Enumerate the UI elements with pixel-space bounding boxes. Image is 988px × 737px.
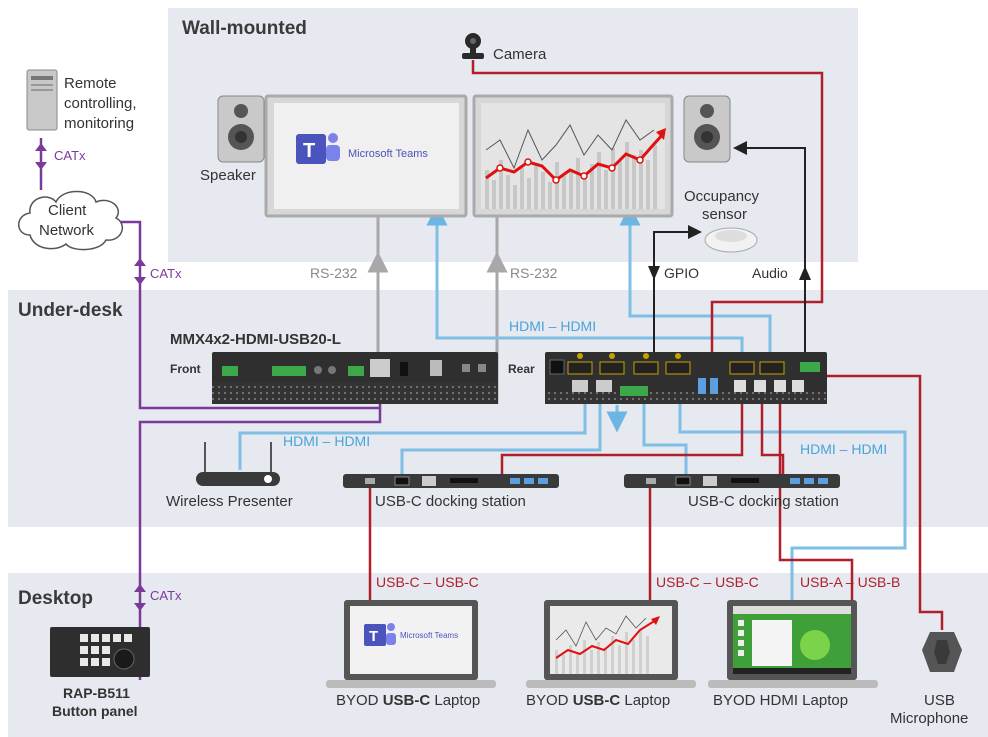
matrix-model-label: MMX4x2-HDMI-USB20-L (170, 331, 341, 348)
network-label-2: Network (39, 222, 95, 239)
hdmi-top-label: HDMI – HDMI (509, 318, 596, 334)
front-label: Front (170, 362, 201, 376)
teams-display-label: Microsoft Teams (348, 148, 428, 160)
gpio-label: GPIO (664, 265, 699, 281)
rap-button-panel (50, 627, 150, 677)
catx-arrows (35, 143, 146, 611)
speaker-left (217, 95, 265, 163)
camera-label: Camera (493, 46, 547, 63)
rap-desc-label: Button panel (52, 703, 138, 719)
zone-title-desktop: Desktop (18, 588, 93, 609)
hdmi-presenter-label: HDMI – HDMI (283, 433, 370, 449)
remote-label-2: controlling, (64, 95, 137, 112)
catx-label-2: CATx (150, 266, 182, 281)
rear-label: Rear (508, 362, 535, 376)
camera (462, 33, 484, 59)
usbc-label-2: USB-C – USB-C (656, 574, 759, 590)
zone-title-under: Under-desk (18, 300, 123, 321)
wireless-presenter (196, 442, 280, 486)
laptop-3-label: BYOD HDMI Laptop (713, 692, 848, 709)
content-display (472, 94, 674, 218)
catx-label-1: CATx (54, 148, 86, 163)
gpio-arrow (648, 266, 811, 280)
dock-2-label: USB-C docking station (688, 493, 839, 510)
zone-title-wall: Wall-mounted (182, 18, 307, 39)
laptop-1: T Microsoft Teams (326, 600, 496, 688)
audio-label: Audio (752, 265, 788, 281)
usb-microphone (922, 632, 962, 672)
teams-display: T Microsoft Teams (264, 94, 468, 218)
client-network-cloud (18, 190, 124, 251)
matrix-front-panel (212, 352, 498, 404)
rs232-label-2: RS-232 (510, 265, 558, 281)
rs232-label-1: RS-232 (310, 265, 358, 281)
dock-2 (624, 474, 840, 488)
laptop-2 (526, 600, 696, 688)
usbc-label-1: USB-C – USB-C (376, 574, 479, 590)
dock-1 (343, 474, 559, 488)
speaker-right (683, 95, 731, 163)
dock-1-label: USB-C docking station (375, 493, 526, 510)
teams-logo-icon: T (296, 133, 340, 164)
remote-label-3: monitoring (64, 115, 134, 132)
network-label-1: Client (48, 202, 87, 219)
microphone-label-1: USB (924, 692, 955, 709)
laptop-2-label: BYOD USB-C Laptop (526, 692, 670, 709)
laptop-1-label: BYOD USB-C Laptop (336, 692, 480, 709)
microphone-label-2: Microphone (890, 710, 968, 727)
rap-model-label: RAP-B511 (63, 685, 130, 701)
laptop-3 (708, 600, 878, 688)
laptop-teams-label: Microsoft Teams (400, 631, 458, 640)
usba-usbb-label: USB-A – USB-B (800, 574, 900, 590)
speaker-label: Speaker (200, 167, 256, 184)
svg-text:T: T (369, 628, 378, 645)
occupancy-label-1: Occupancy (684, 188, 760, 205)
wireless-presenter-label: Wireless Presenter (166, 493, 293, 510)
svg-text:T: T (303, 140, 315, 162)
hdmi-right-label: HDMI – HDMI (800, 441, 887, 457)
remote-pc (26, 69, 58, 131)
gpio-audio-cables (653, 141, 806, 372)
catx-label-3: CATx (150, 588, 182, 603)
occupancy-label-2: sensor (702, 206, 747, 223)
occupancy-sensor (704, 227, 758, 253)
remote-label-1: Remote (64, 75, 117, 92)
matrix-rear-panel (545, 352, 827, 404)
hdmi-cables (238, 204, 907, 600)
